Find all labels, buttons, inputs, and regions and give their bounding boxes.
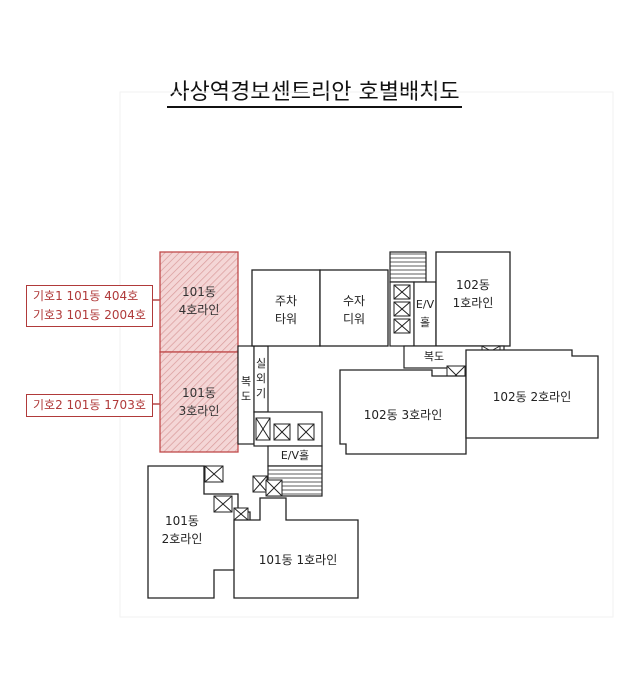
label-text: 102동: [456, 278, 490, 292]
unit-101-line4: [159, 251, 239, 353]
label-text: 102동 2호라인: [492, 390, 572, 404]
water-tower-label: 수자 디워: [320, 292, 388, 328]
hallway-left-label: 복도: [239, 374, 253, 404]
label-text: 복도: [240, 375, 252, 403]
callout-line: 기호1 101동 404호: [33, 289, 139, 303]
label-text: 홀: [419, 316, 431, 329]
unit-102-line2: [465, 349, 599, 439]
callout-box-lower: 기호2 101동 1703호: [26, 394, 153, 417]
label-text: 수자: [342, 294, 366, 308]
water-tower: [319, 269, 389, 347]
callout-line: 기호3 101동 2004호: [33, 308, 146, 322]
label-text: 102동 3호라인: [363, 408, 443, 422]
unit-101-line3-label: 101동 3호라인: [160, 384, 238, 420]
callout-line: 기호2 101동 1703호: [33, 398, 146, 412]
label-text: 1호라인: [452, 296, 494, 310]
unit-101-line4-label: 101동 4호라인: [160, 283, 238, 319]
label-text: 실외기: [255, 357, 267, 400]
label-text: 2호라인: [161, 532, 203, 546]
label-text: 101동: [182, 386, 216, 400]
unit-101-line2-label: 101동 2호라인: [150, 512, 214, 548]
label-text: E/V: [415, 298, 435, 311]
unit-101-line1: [233, 497, 359, 599]
unit-102-line3-label: 102동 3호라인: [340, 406, 466, 424]
label-text: 디워: [342, 312, 366, 326]
label-text: 101동: [165, 514, 199, 528]
unit-102-line2-label: 102동 2호라인: [466, 388, 598, 406]
label-text: 101동: [182, 285, 216, 299]
unit-101-line3: [159, 351, 239, 453]
unit-101-line1-label: 101동 1호라인: [240, 551, 356, 569]
label-text: 4호라인: [178, 303, 220, 317]
label-text: 타워: [274, 312, 298, 326]
stair-core-right: [389, 251, 427, 283]
hallway-right-label: 복도: [404, 348, 464, 366]
callout-box-upper: 기호1 101동 404호 기호3 101동 2004호: [26, 285, 153, 327]
ev-hall-center-label: E/V홀: [268, 447, 322, 465]
label-text: 주차: [274, 294, 298, 308]
unit-102-line1-label: 102동 1호라인: [436, 276, 510, 312]
label-text: E/V홀: [280, 449, 310, 462]
ev-hall-right-label: E/V 홀: [412, 296, 438, 332]
label-text: 복도: [423, 350, 445, 363]
outdoor-unit-label: 실외기: [254, 356, 268, 401]
parking-tower-label: 주차 타워: [252, 292, 320, 328]
label-text: 101동 1호라인: [258, 553, 338, 567]
unit-102-line3: [339, 369, 467, 455]
label-text: 3호라인: [178, 404, 220, 418]
